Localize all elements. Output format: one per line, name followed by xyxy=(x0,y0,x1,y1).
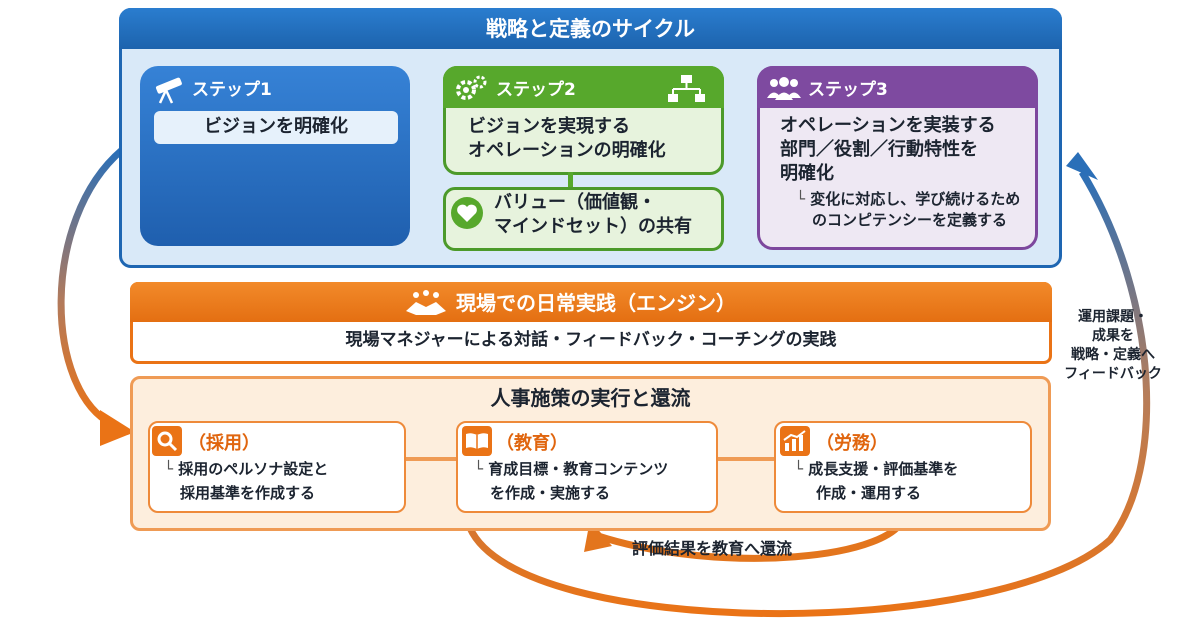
hr-card-labor-title: （労務） xyxy=(816,433,888,454)
step2-connector xyxy=(568,172,573,190)
people-icon xyxy=(767,77,801,100)
step3-header-bar xyxy=(757,66,1038,108)
step1-text-bar xyxy=(154,111,398,144)
strategy-feedback-line2: 成果を xyxy=(1092,327,1134,344)
hr-card-recruit xyxy=(148,421,406,513)
value-card xyxy=(443,187,724,251)
right-cycle-arrow xyxy=(466,170,1151,617)
gear-icon xyxy=(456,75,487,100)
hr-card-education-line1: └ 育成目標・教育コンテンツ xyxy=(474,460,669,478)
step3-subtext-line1: └ 変化に対応し、学び続けるため xyxy=(796,190,1021,208)
hr-connector-2 xyxy=(716,457,774,461)
value-text-line1: バリュー（価値観・ xyxy=(494,192,656,213)
hr-card-labor xyxy=(774,421,1032,513)
bar-chart-icon xyxy=(783,430,806,451)
telescope-icon xyxy=(155,77,182,104)
right-cycle-arrowhead xyxy=(1066,152,1098,180)
strategy-feedback-line4: フィードバック xyxy=(1064,365,1162,382)
hr-card-recruit-icon-bg xyxy=(152,426,182,456)
hr-card-recruit-title: （採用） xyxy=(188,433,260,454)
step2-text-line2: オペレーションの明確化 xyxy=(468,140,666,161)
strategy-title: 戦略と定義のサイクル xyxy=(486,17,695,41)
engine-text: 現場マネジャーによる対話・フィードバック・コーチングの実践 xyxy=(345,330,837,350)
hr-card-labor-line2: 作成・運用する xyxy=(816,484,922,502)
strategy-feedback-label: 運用課題・ 成果を 戦略・定義へ フィードバック xyxy=(1058,308,1168,384)
step1-label: ステップ1 xyxy=(192,80,272,100)
hr-card-recruit-line2: 採用基準を作成する xyxy=(180,484,316,502)
step3-label: ステップ3 xyxy=(808,80,888,100)
step2-text-line1: ビジョンを実現する xyxy=(468,116,630,137)
hr-title: 人事施策の実行と還流 xyxy=(490,386,691,410)
step1-text: ビジョンを明確化 xyxy=(204,116,348,137)
strategy-feedback-line3: 戦略・定義へ xyxy=(1071,346,1155,363)
value-text-line2: マインドセット）の共有 xyxy=(494,216,692,237)
hr-card-education xyxy=(456,421,718,513)
hr-card-recruit-line1: └ 採用のペルソナ設定と xyxy=(164,460,329,478)
step3-text-line3: 明確化 xyxy=(780,163,834,184)
strategy-header-bar xyxy=(119,8,1062,49)
handshake-icon xyxy=(406,290,446,315)
step3-text-line1: オペレーションを実装する xyxy=(780,115,996,136)
left-cycle-arrow xyxy=(57,147,125,428)
hr-card-education-line2: を作成・実施する xyxy=(490,484,611,502)
left-cycle-arrowhead xyxy=(100,410,135,446)
heart-icon xyxy=(451,197,483,229)
magnifier-icon xyxy=(157,431,178,452)
step3-subtext-line2: のコンピテンシーを定義する xyxy=(812,211,1008,229)
step3-text-line2: 部門／役割／行動特性を xyxy=(780,139,978,160)
engine-header-bar xyxy=(130,282,1052,322)
flowchart-icon xyxy=(668,75,705,102)
engine-title: 現場での日常実践（エンジン） xyxy=(456,291,736,315)
hr-card-education-title: （教育） xyxy=(496,433,568,454)
book-icon xyxy=(466,433,488,449)
hr-card-labor-line1: └ 成長支援・評価基準を xyxy=(794,460,959,478)
step1-card xyxy=(140,66,410,246)
evaluation-feedback-label: 評価結果を教育へ還流 xyxy=(632,539,793,558)
step2-label: ステップ2 xyxy=(496,80,576,100)
hr-connector-1 xyxy=(404,457,456,461)
strategy-feedback-line1: 運用課題・ xyxy=(1078,309,1148,325)
